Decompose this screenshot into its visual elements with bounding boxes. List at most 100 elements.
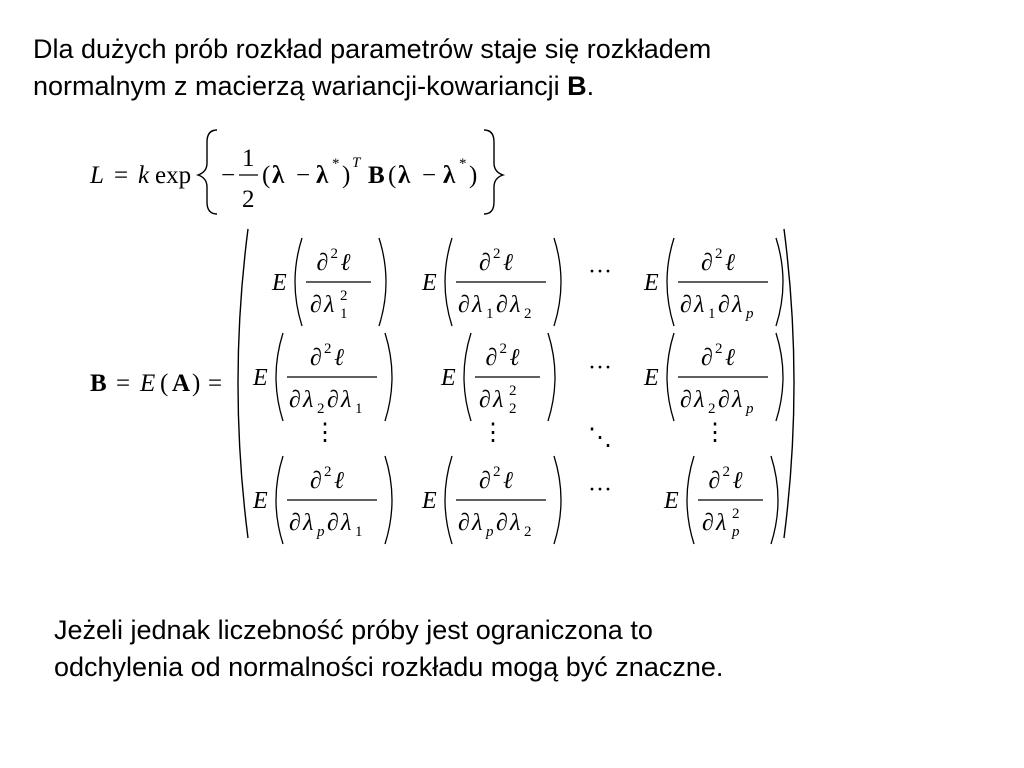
lambda-star-vector-2: λ: [443, 162, 456, 189]
intro-bold-B: B: [567, 71, 587, 101]
cell-4-den-sub-a: 2: [317, 401, 325, 417]
cell-5-den-sub: 2: [509, 401, 517, 417]
cell-7-den-partial-b: ∂: [327, 510, 339, 536]
cell-4-left-paren: [275, 332, 284, 422]
hdots-row-2: ···: [588, 355, 612, 381]
vdots-col-p: ⋮: [703, 420, 727, 446]
cell-8-den-sub-b: 2: [524, 524, 532, 540]
cell-5-num-sup: 2: [500, 341, 508, 357]
cell-5-num-ell: ℓ: [510, 345, 520, 371]
cell-7-num-ell: ℓ: [334, 468, 344, 494]
cell-6-num-sup: 2: [715, 341, 723, 357]
cell-7-right-paren: [384, 455, 393, 545]
cell-7-den-sub-b: 1: [355, 524, 363, 540]
cell-8-left-paren: [444, 455, 453, 545]
intro-paragraph: Dla dużych prób rozkład parametrów staje…: [33, 31, 711, 105]
cell-5-num-partial: ∂: [486, 345, 498, 371]
cell-7-num-sup: 2: [324, 464, 332, 480]
vdots-col-1: ⋮: [313, 420, 337, 446]
cell-1-den-partial: ∂: [310, 292, 322, 318]
transpose-superscript: T: [352, 155, 362, 171]
cell-6-E: E: [643, 365, 659, 391]
cell-5-den-sup: 2: [509, 383, 517, 399]
cell-9-num-ell: ℓ: [733, 468, 743, 494]
cell-3-den-lambda-b: λ: [731, 292, 742, 318]
cell-2-den-sub-b: 2: [524, 306, 532, 322]
intro-line-2: normalnym z macierzą wariancji-kowarianc…: [33, 68, 711, 105]
right-brace: [483, 129, 506, 215]
cell-6-left-paren: [666, 332, 675, 422]
likelihood-formula: L = k exp − 1 2 ( λ − λ * ) T B ( λ − λ …: [89, 129, 506, 215]
cell-7-E: E: [252, 488, 268, 514]
fraction-denominator: 2: [242, 186, 255, 213]
matrix-equation-lhs: B = E ( A ) =: [90, 370, 222, 397]
cell-8-num-sup: 2: [493, 464, 501, 480]
cell-8-den-sub-a: p: [485, 524, 494, 540]
cell-8-den-lambda-b: λ: [509, 510, 520, 536]
cell-6-den-sub-b: p: [745, 401, 754, 417]
cell-2-right-paren: [553, 237, 562, 327]
lambda-vector: λ: [272, 162, 285, 189]
fraction-numerator: 1: [242, 145, 255, 172]
cell-6-den-lambda-a: λ: [693, 387, 704, 413]
cell-2-den-lambda-b: λ: [509, 292, 520, 318]
cell-9-left-paren: [686, 455, 695, 545]
cell-2-den-lambda-a: λ: [471, 292, 482, 318]
cell-6-den-partial-a: ∂: [680, 387, 692, 413]
cell-7-den-partial-a: ∂: [289, 510, 301, 536]
lambda-star-vector: λ: [316, 162, 329, 189]
ddots-diagonal: ⋱: [588, 425, 612, 451]
right-paren-3: ): [192, 370, 200, 397]
cell-1-num-sup: 2: [331, 246, 339, 262]
minus-sign-3: −: [422, 162, 436, 189]
hdots-row-4: ···: [588, 477, 612, 503]
cell-4-num-ell: ℓ: [334, 345, 344, 371]
cell-7-left-paren: [275, 455, 284, 545]
hdots-row-1: ···: [588, 259, 612, 285]
cell-3-den-sub-a: 1: [708, 306, 716, 322]
cell-6-num-partial: ∂: [701, 345, 713, 371]
cell-1-right-paren: [378, 237, 387, 327]
vdots-col-2: ⋮: [481, 420, 505, 446]
cell-4-den-partial-a: ∂: [289, 387, 301, 413]
cell-3-den-partial-a: ∂: [680, 292, 692, 318]
cell-9-right-paren: [770, 455, 779, 545]
matrix-right-paren: [783, 228, 795, 539]
cell-9-num-sup: 2: [723, 464, 731, 480]
B-symbol: B: [90, 370, 107, 397]
star-superscript-2: *: [459, 156, 467, 172]
cell-5-left-paren: [463, 332, 472, 422]
cell-5-right-paren: [547, 332, 556, 422]
cell-4-num-sup: 2: [324, 341, 332, 357]
right-paren-2: ): [469, 162, 477, 189]
cell-7-den-lambda-a: λ: [302, 510, 313, 536]
E-expectation: E: [139, 370, 155, 397]
cell-8-num-ell: ℓ: [503, 468, 513, 494]
left-paren: (: [262, 162, 270, 189]
cell-6-den-partial-b: ∂: [718, 387, 730, 413]
cell-4-num-partial: ∂: [310, 345, 322, 371]
cell-2-den-sub-a: 1: [486, 306, 494, 322]
cell-8-E: E: [421, 488, 437, 514]
cell-7-num-partial: ∂: [310, 468, 322, 494]
B-matrix-symbol: B: [368, 162, 385, 189]
cell-8-den-partial-b: ∂: [496, 510, 508, 536]
A-matrix-symbol: A: [172, 370, 190, 397]
intro-line-1: Dla dużych prób rozkład parametrów staje…: [33, 34, 712, 64]
outro-paragraph: Jeżeli jednak liczebność próby jest ogra…: [54, 612, 723, 686]
cell-3-right-paren: [775, 237, 784, 327]
cell-2-left-paren: [444, 237, 453, 327]
exp-function: exp: [155, 162, 191, 189]
minus-sign: −: [221, 162, 235, 189]
cell-2-den-partial-b: ∂: [496, 292, 508, 318]
left-brace: [195, 129, 218, 215]
cell-1-den-sub: 1: [340, 306, 348, 322]
right-paren: ): [342, 162, 350, 189]
cell-3-den-sub-b: p: [745, 306, 754, 322]
cell-2-den-partial-a: ∂: [458, 292, 470, 318]
cell-8-den-partial-a: ∂: [458, 510, 470, 536]
cell-9-E: E: [663, 488, 679, 514]
cell-3-num-sup: 2: [715, 246, 723, 262]
cell-6-den-lambda-b: λ: [731, 387, 742, 413]
